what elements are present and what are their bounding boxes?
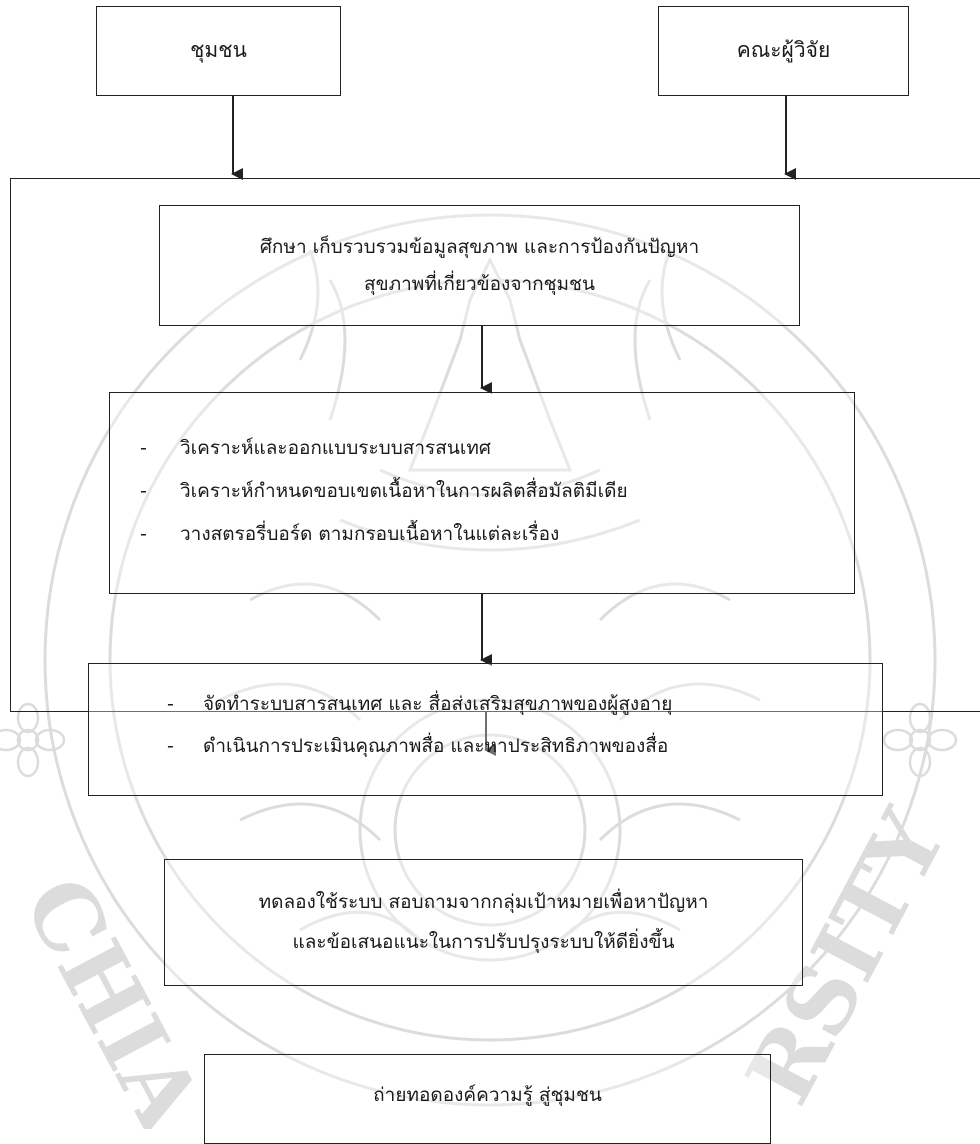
list-item: - วางสตรอรี่บอร์ด ตามกรอบเนื้อหาในแต่ละเ… xyxy=(140,513,854,556)
trial-box: ทดลองใช้ระบบ สอบถามจากกลุ่มเป้าหมายเพื่อ… xyxy=(164,859,803,986)
list-item: - วิเคราะห์และออกแบบระบบสารสนเทศ xyxy=(140,427,854,470)
bullet-dash: - xyxy=(140,427,180,470)
community-label: ชุมชน xyxy=(190,31,247,71)
develop-list: - จัดทำระบบสารสนเทศ และ สื่อส่งเสริมสุขภ… xyxy=(167,684,882,768)
transfer-box: ถ่ายทอดองค์ความรู้ สู่ชุมชน xyxy=(204,1054,771,1144)
trial-line-1: ทดลองใช้ระบบ สอบถามจากกลุ่มเป้าหมายเพื่อ… xyxy=(259,883,709,923)
bullet-dash: - xyxy=(167,684,203,726)
bullet-dash: - xyxy=(140,513,180,556)
list-item: - ดำเนินการประเมินคุณภาพสื่อ และหาประสิท… xyxy=(167,726,882,768)
develop-item-1: จัดทำระบบสารสนเทศ และ สื่อส่งเสริมสุขภาพ… xyxy=(203,684,672,726)
develop-box: - จัดทำระบบสารสนเทศ และ สื่อส่งเสริมสุขภ… xyxy=(88,663,883,796)
study-line-2: สุขภาพที่เกี่ยวข้องจากชุมชน xyxy=(364,266,595,302)
analysis-item-3: วางสตรอรี่บอร์ด ตามกรอบเนื้อหาในแต่ละเรื… xyxy=(180,513,559,556)
analysis-item-2: วิเคราะห์กำหนดขอบเขตเนื้อหาในการผลิตสื่อ… xyxy=(180,470,628,513)
analysis-item-1: วิเคราะห์และออกแบบระบบสารสนเทศ xyxy=(180,427,491,470)
trial-line-2: และข้อเสนอแนะในการปรับปรุงระบบให้ดียิ่งข… xyxy=(292,923,674,963)
develop-item-2: ดำเนินการประเมินคุณภาพสื่อ และหาประสิทธิ… xyxy=(203,726,668,768)
analysis-box: - วิเคราะห์และออกแบบระบบสารสนเทศ - วิเคร… xyxy=(109,392,855,594)
list-item: - วิเคราะห์กำหนดขอบเขตเนื้อหาในการผลิตสื… xyxy=(140,470,854,513)
bullet-dash: - xyxy=(167,726,203,768)
community-box: ชุมชน xyxy=(96,6,341,96)
list-item: - จัดทำระบบสารสนเทศ และ สื่อส่งเสริมสุขภ… xyxy=(167,684,882,726)
bullet-dash: - xyxy=(140,470,180,513)
study-line-1: ศึกษา เก็บรวบรวมข้อมูลสุขภาพ และการป้องก… xyxy=(260,229,699,265)
study-box: ศึกษา เก็บรวบรวมข้อมูลสุขภาพ และการป้องก… xyxy=(159,205,800,326)
researchers-box: คณะผู้วิจัย xyxy=(658,6,909,96)
researchers-label: คณะผู้วิจัย xyxy=(737,31,831,71)
transfer-label: ถ่ายทอดองค์ความรู้ สู่ชุมชน xyxy=(373,1077,602,1113)
analysis-list: - วิเคราะห์และออกแบบระบบสารสนเทศ - วิเคร… xyxy=(140,427,854,555)
